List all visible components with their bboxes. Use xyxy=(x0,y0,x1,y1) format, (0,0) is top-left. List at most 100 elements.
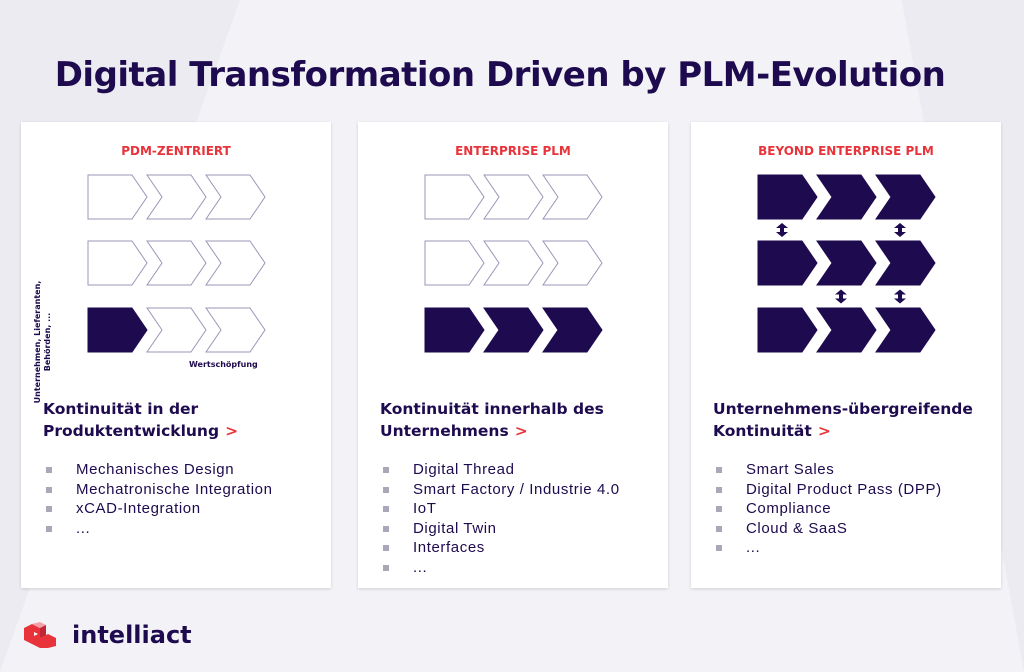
list-item-text: Smart Sales xyxy=(746,461,835,478)
list-item: Digital Twin xyxy=(380,519,620,539)
chevron-step xyxy=(757,307,818,353)
chevron-step xyxy=(542,307,603,353)
chevron-step xyxy=(424,307,485,353)
chevron-step xyxy=(875,174,936,220)
subtitle-text: Kontinuität in der Produktentwicklung xyxy=(43,400,220,440)
card-enterprise-plm: ENTERPRISE PLM Kontinuität innerhalb des… xyxy=(358,122,668,588)
list-item: ... xyxy=(43,519,273,539)
list-item-text: ... xyxy=(746,539,761,556)
bullet-icon xyxy=(383,506,389,512)
list-item: Smart Sales xyxy=(713,460,942,480)
chevron-step xyxy=(87,240,148,286)
bullet-icon xyxy=(383,564,389,571)
list-item: xCAD-Integration xyxy=(43,499,273,519)
intelliact-logo: intelliact xyxy=(24,621,192,649)
logo-icon xyxy=(24,622,56,648)
chevron-step xyxy=(757,174,818,220)
chevron-diagram xyxy=(424,174,603,353)
list-item-text: ... xyxy=(76,519,91,537)
chevron-step xyxy=(757,240,818,286)
list-item-text: Cloud & SaaS xyxy=(746,519,848,537)
double-arrow-icon xyxy=(894,223,906,237)
bullet-icon xyxy=(716,467,722,473)
chevron-step xyxy=(483,307,544,353)
list-item-text: Interfaces xyxy=(413,539,485,556)
chevron-step xyxy=(483,240,544,286)
chevron-step xyxy=(424,240,485,286)
bullet-icon xyxy=(716,525,722,532)
bullet-icon xyxy=(383,467,389,473)
card-heading: BEYOND ENTERPRISE PLM xyxy=(758,144,934,158)
x-axis-label: Wertschöpfung xyxy=(189,360,258,369)
card-beyond-enterprise-plm: BEYOND ENTERPRISE PLM Unternehmens-überg… xyxy=(691,122,1001,588)
chevron-step xyxy=(875,307,936,353)
double-arrow-icon xyxy=(835,289,847,304)
list-item-text: Digital Thread xyxy=(413,461,515,478)
list-item: Digital Product Pass (DPP) xyxy=(713,480,942,500)
list-item: Digital Thread xyxy=(380,460,620,480)
list-item-text: IoT xyxy=(413,500,437,517)
bullet-icon xyxy=(46,506,52,512)
chevron-step xyxy=(875,240,936,286)
chevron-step xyxy=(205,307,266,353)
card-subtitle[interactable]: Kontinuität in der Produktentwicklung > xyxy=(43,398,313,442)
list-item-text: Digital Product Pass (DPP) xyxy=(746,480,942,498)
list-item: Smart Factory / Industrie 4.0 xyxy=(380,480,620,500)
chevron-step xyxy=(87,174,148,220)
bullet-icon xyxy=(383,545,389,551)
bullet-icon xyxy=(716,506,722,512)
double-arrow-icon xyxy=(894,289,906,304)
chevron-step xyxy=(542,240,603,286)
list-item: Interfaces xyxy=(380,538,620,558)
chevron-step xyxy=(483,174,544,220)
page-title: Digital Transformation Driven by PLM-Evo… xyxy=(54,55,946,95)
list-item: ... xyxy=(380,558,620,578)
card-heading: ENTERPRISE PLM xyxy=(455,144,571,158)
subtitle-text: Kontinuität innerhalb des Unternehmens xyxy=(380,400,604,440)
double-arrow-icon xyxy=(776,223,788,237)
card-subtitle[interactable]: Unternehmens-übergreifende Kontinuität> xyxy=(713,398,983,442)
list-item-text: Compliance xyxy=(746,500,832,517)
list-item: Mechanisches Design xyxy=(43,460,273,480)
bullet-icon xyxy=(46,525,52,532)
chevron-step xyxy=(816,240,877,286)
list-item-text: xCAD-Integration xyxy=(76,500,201,517)
card-subtitle[interactable]: Kontinuität innerhalb des Unternehmens> xyxy=(380,398,650,442)
chevron-step xyxy=(424,174,485,220)
card-pdm-zentriert: PDM-ZENTRIERT Unternehmen, Lieferanten, … xyxy=(21,122,331,588)
chevron-step xyxy=(816,307,877,353)
subtitle-text: Unternehmens-übergreifende Kontinuität xyxy=(713,400,973,440)
chevron-diagram xyxy=(757,174,936,353)
list-item-text: Smart Factory / Industrie 4.0 xyxy=(413,480,620,498)
chevron-step xyxy=(146,174,207,220)
chevron-step xyxy=(205,174,266,220)
bullet-icon xyxy=(716,486,722,493)
bullet-icon xyxy=(716,545,722,551)
more-arrow-icon[interactable]: > xyxy=(225,422,239,440)
chevron-step xyxy=(816,174,877,220)
logo-text: intelliact xyxy=(72,621,192,649)
card-heading: PDM-ZENTRIERT xyxy=(121,144,231,158)
bullet-icon xyxy=(46,467,52,473)
bullet-icon xyxy=(46,486,52,493)
bullet-icon xyxy=(383,525,389,532)
more-arrow-icon[interactable]: > xyxy=(817,422,831,440)
list-item: IoT xyxy=(380,499,620,519)
chevron-step xyxy=(542,174,603,220)
chevron-step xyxy=(87,307,148,353)
more-arrow-icon[interactable]: > xyxy=(514,422,528,440)
list-item-text: Mechatronische Integration xyxy=(76,480,273,498)
list-item: Compliance xyxy=(713,499,942,519)
chevron-step xyxy=(205,240,266,286)
chevron-diagram xyxy=(87,174,266,353)
bullet-icon xyxy=(383,486,389,493)
list-item: Cloud & SaaS xyxy=(713,519,942,539)
list-item-text: ... xyxy=(413,558,428,576)
list-item: ... xyxy=(713,538,942,558)
list-item-text: Digital Twin xyxy=(413,519,497,537)
chevron-step xyxy=(146,240,207,286)
chevron-step xyxy=(146,307,207,353)
